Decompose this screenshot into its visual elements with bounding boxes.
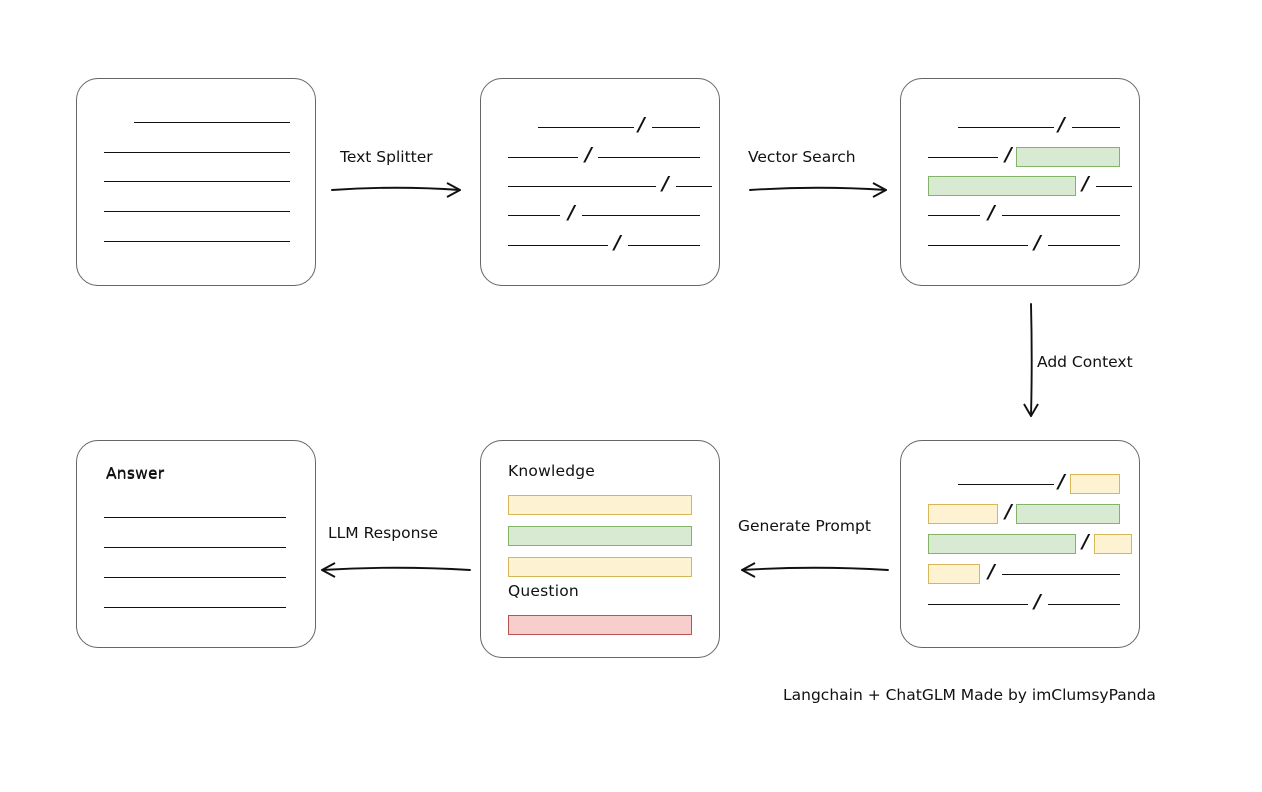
answer-line-2 — [104, 547, 286, 548]
vector-matched-chunks-row-4-right-segment — [1002, 215, 1120, 216]
split-chunks-row-4-right-segment — [582, 215, 700, 216]
split-chunks-row-2-slash: / — [585, 143, 592, 166]
split-chunks-row-5-slash: / — [614, 231, 621, 254]
answer-line-1 — [104, 517, 286, 518]
split-chunks-box[interactable] — [480, 78, 720, 286]
edge-generate-prompt-label: Generate Prompt — [738, 517, 871, 535]
source-document-box[interactable] — [76, 78, 316, 286]
source-document-line-1 — [134, 122, 290, 123]
edge-vector-search-arrow-icon — [749, 178, 896, 202]
vector-matched-chunks-row-4-slash: / — [988, 201, 995, 224]
edge-vector-search-label: Vector Search — [748, 148, 856, 166]
context-chunks-row-5-right-segment — [1048, 604, 1120, 605]
footer-credit: Langchain + ChatGLM Made by imClumsyPand… — [783, 686, 1156, 704]
context-chunks-row-1-left-segment — [958, 484, 1054, 485]
edge-vector-search[interactable] — [749, 178, 896, 202]
edge-text-splitter-label: Text Splitter — [340, 148, 433, 166]
split-chunks-row-3-left-segment — [508, 186, 656, 187]
vector-matched-chunks-row-5-right-segment — [1048, 245, 1120, 246]
context-chunks-row-2-slash: / — [1005, 500, 1012, 523]
answer-box[interactable] — [76, 440, 316, 648]
edge-add-context-arrow-icon — [1020, 303, 1044, 426]
vector-matched-chunks-row-1-slash: / — [1058, 113, 1065, 136]
source-document-line-3 — [104, 181, 290, 182]
split-chunks-row-1-right-segment — [652, 127, 700, 128]
question-label: Question — [508, 582, 579, 600]
context-chunks-row-3-left-segment[interactable] — [928, 534, 1076, 554]
answer-label: Answer — [106, 465, 165, 483]
vector-matched-chunks-row-3-left-segment[interactable] — [928, 176, 1076, 196]
vector-matched-chunks-row-2-right-segment[interactable] — [1016, 147, 1120, 167]
context-chunks-row-2-left-segment[interactable] — [928, 504, 998, 524]
vector-matched-chunks-row-5-slash: / — [1034, 231, 1041, 254]
knowledge-bar-2[interactable] — [508, 526, 692, 546]
edge-llm-response[interactable] — [321, 558, 480, 582]
split-chunks-row-3-slash: / — [662, 172, 669, 195]
edge-text-splitter[interactable] — [331, 178, 470, 202]
context-chunks-row-4-right-segment — [1002, 574, 1120, 575]
context-chunks-row-1-right-segment[interactable] — [1070, 474, 1120, 494]
split-chunks-row-2-left-segment — [508, 157, 578, 158]
split-chunks-row-1-slash: / — [638, 113, 645, 136]
split-chunks-row-5-right-segment — [628, 245, 700, 246]
split-chunks-row-5-left-segment — [508, 245, 608, 246]
answer-label: Answer — [106, 464, 165, 482]
edge-add-context-label: Add Context — [1037, 353, 1133, 371]
vector-matched-chunks-row-3-slash: / — [1082, 172, 1089, 195]
split-chunks-row-3-right-segment — [676, 186, 712, 187]
knowledge-bar-3[interactable] — [508, 557, 692, 577]
context-chunks-row-3-slash: / — [1082, 530, 1089, 553]
source-document-line-2 — [104, 152, 290, 153]
vector-matched-chunks-row-5-left-segment — [928, 245, 1028, 246]
vector-matched-chunks-row-4-left-segment — [928, 215, 980, 216]
source-document-line-4 — [104, 211, 290, 212]
context-chunks-row-4-slash: / — [988, 560, 995, 583]
vector-matched-chunks-row-2-left-segment — [928, 157, 998, 158]
edge-text-splitter-arrow-icon — [331, 178, 470, 202]
edge-generate-prompt[interactable] — [741, 558, 898, 582]
edge-add-context[interactable] — [1020, 303, 1044, 426]
context-chunks-row-5-left-segment — [928, 604, 1028, 605]
context-chunks-row-4-left-segment[interactable] — [928, 564, 980, 584]
context-chunks-row-1-slash: / — [1058, 470, 1065, 493]
context-chunks-row-5-slash: / — [1034, 590, 1041, 613]
context-chunks-row-3-right-segment[interactable] — [1094, 534, 1132, 554]
vector-matched-chunks-row-3-right-segment — [1096, 186, 1132, 187]
edge-generate-prompt-arrow-icon — [741, 558, 898, 582]
edge-llm-response-arrow-icon — [321, 558, 480, 582]
split-chunks-row-1-left-segment — [538, 127, 634, 128]
vector-matched-chunks-row-1-right-segment — [1072, 127, 1120, 128]
split-chunks-row-4-slash: / — [568, 201, 575, 224]
split-chunks-row-4-left-segment — [508, 215, 560, 216]
knowledge-label: Knowledge — [508, 462, 596, 480]
vector-matched-chunks-row-2-slash: / — [1005, 143, 1012, 166]
edge-llm-response-label: LLM Response — [328, 524, 439, 542]
answer-line-4 — [104, 607, 286, 608]
split-chunks-row-2-right-segment — [598, 157, 700, 158]
vector-matched-chunks-row-1-left-segment — [958, 127, 1054, 128]
question-bar-1[interactable] — [508, 615, 692, 635]
source-document-line-5 — [104, 241, 290, 242]
context-chunks-row-2-right-segment[interactable] — [1016, 504, 1120, 524]
answer-line-3 — [104, 577, 286, 578]
knowledge-bar-1[interactable] — [508, 495, 692, 515]
